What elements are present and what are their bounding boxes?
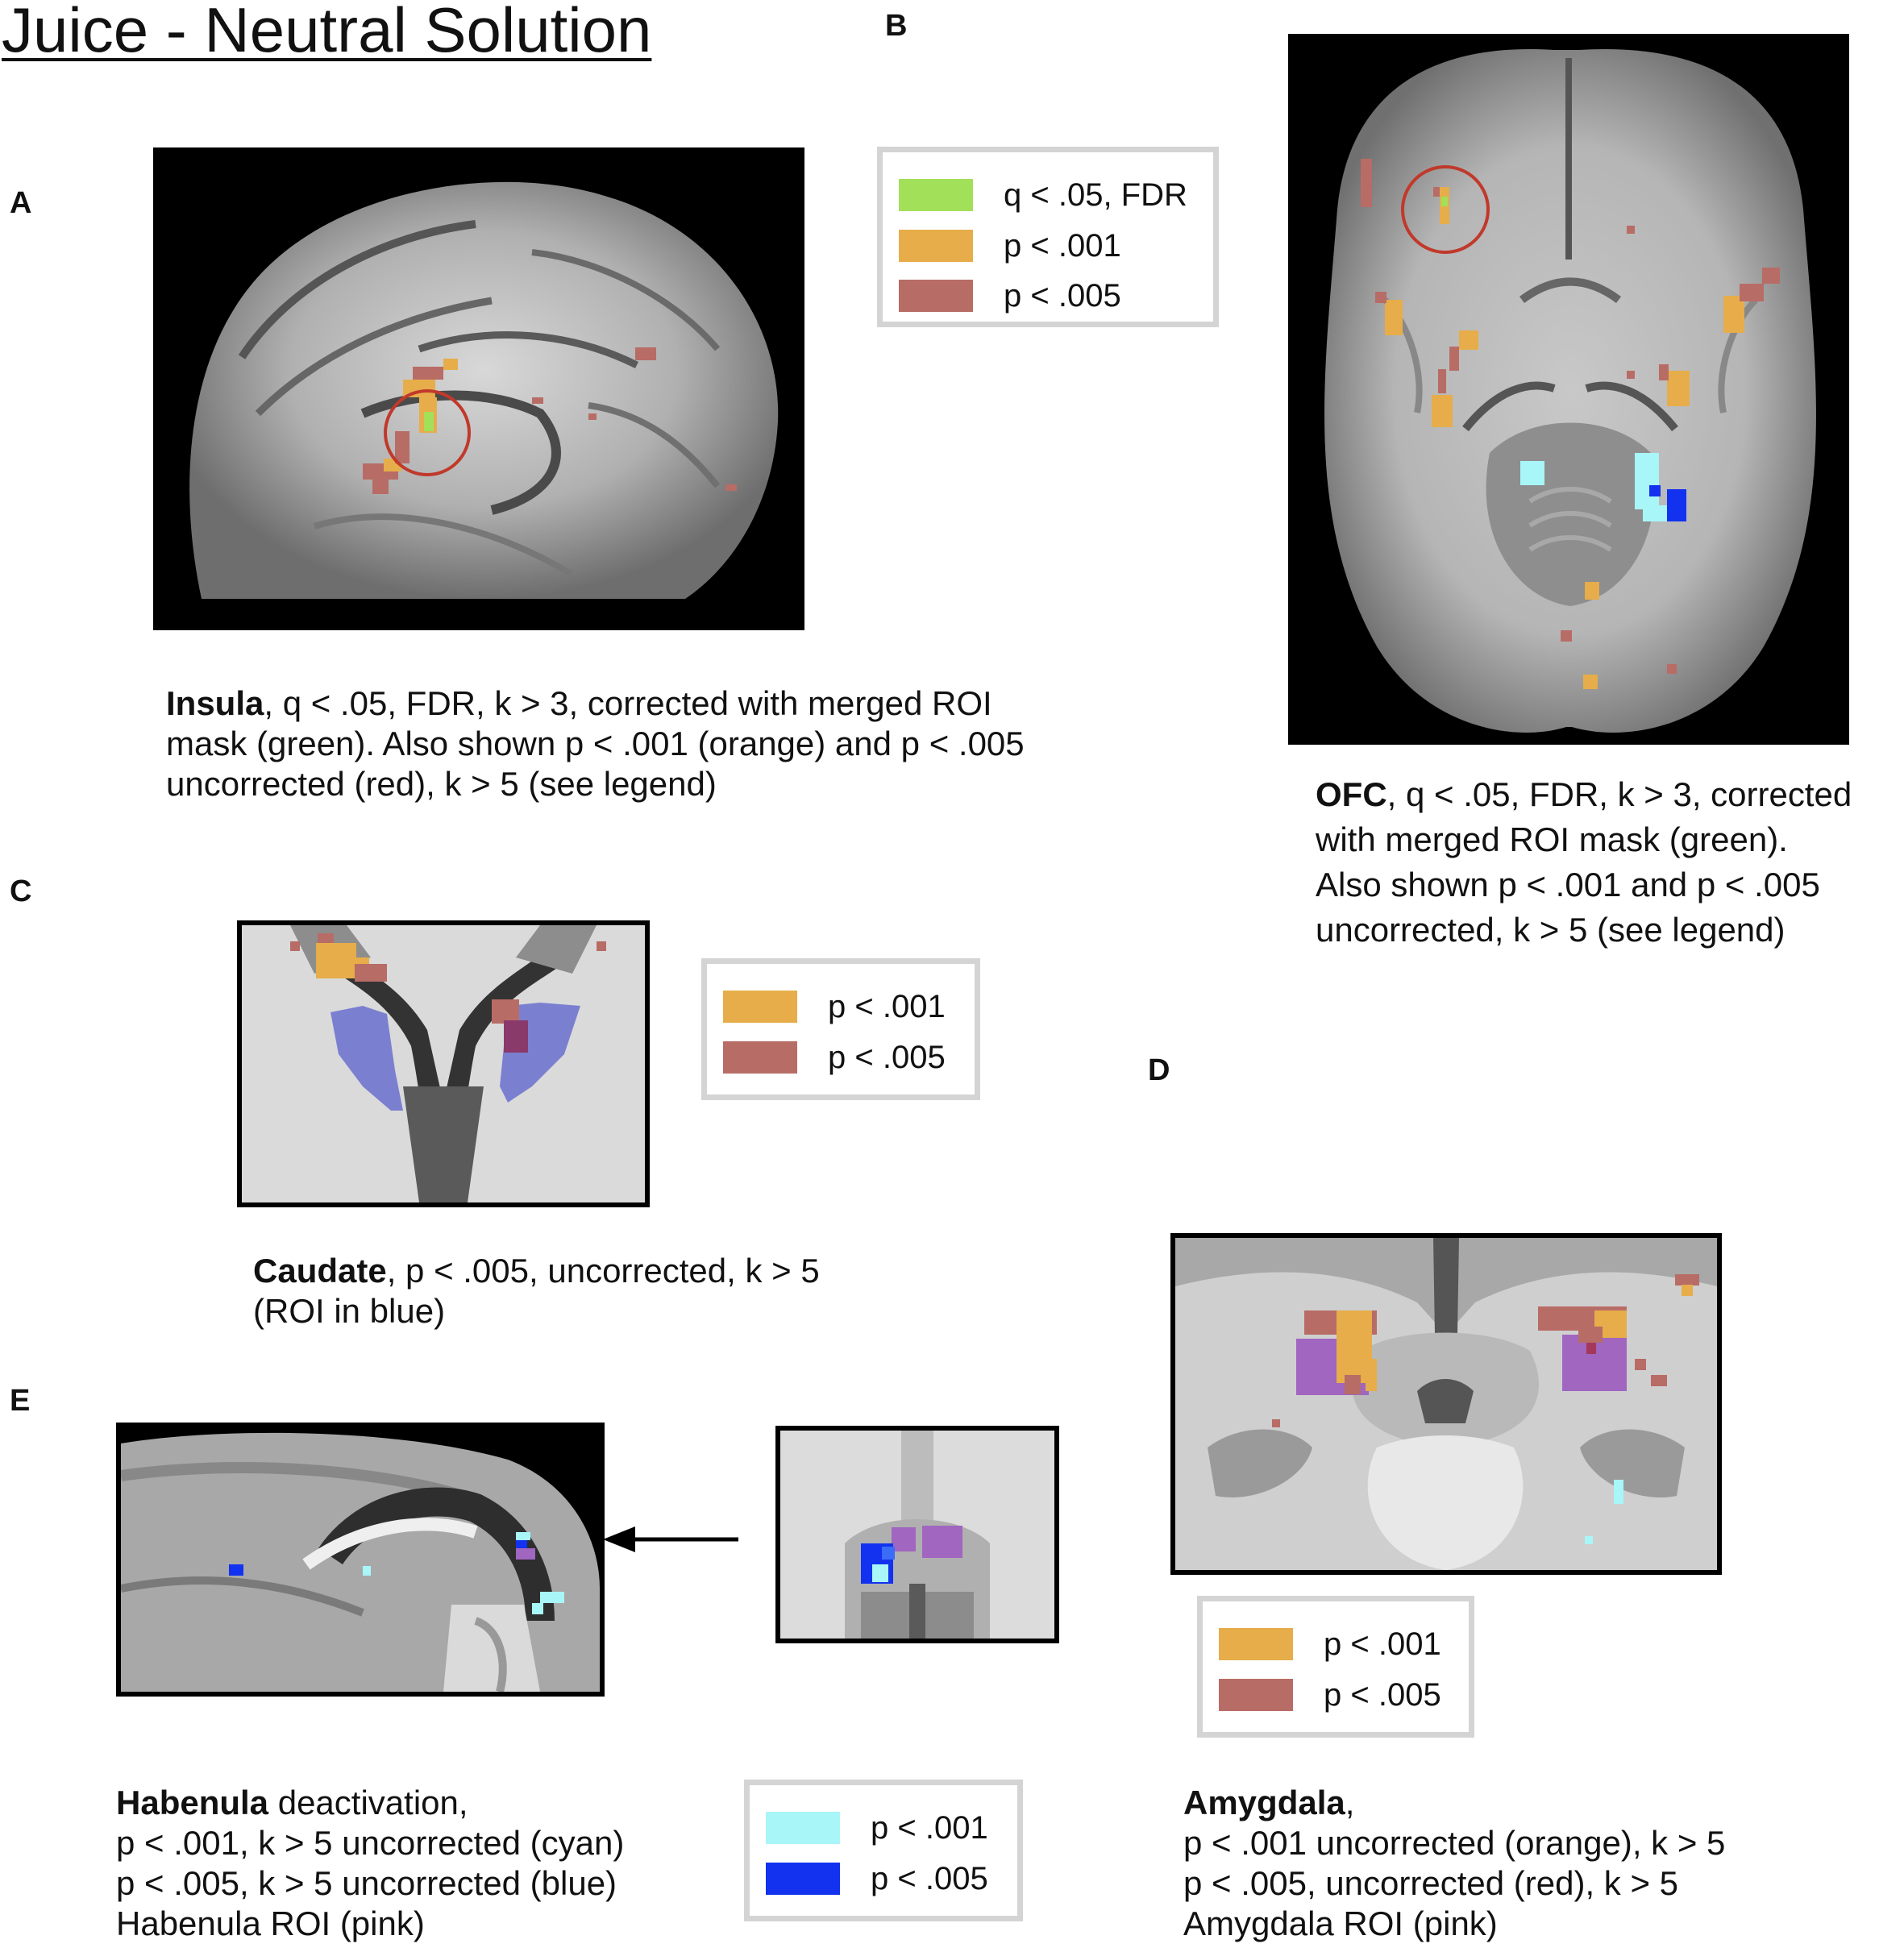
caption-habenula-line-4: Habenula ROI (pink) xyxy=(116,1904,425,1942)
caption-caudate-line-1: Caudate, p < .005, uncorrected, k > 5 xyxy=(253,1251,820,1291)
legend-habenula-item-p001: p < .001 xyxy=(750,1809,1017,1846)
legend-caudate-swatch-p005 xyxy=(723,1041,797,1074)
caption-amygdala: Amygdala, p < .001 uncorrected (orange),… xyxy=(1183,1783,1725,1944)
caption-habenula-line-3: p < .005, k > 5 uncorrected (blue) xyxy=(116,1864,617,1902)
legend-caudate-item-p001: p < .001 xyxy=(707,988,975,1025)
legend-habenula-label-p001: p < .001 xyxy=(871,1810,988,1846)
caption-ofc-line-1: OFC, q < .05, FDR, k > 3, corrected xyxy=(1316,772,1852,817)
caption-habenula-line-1: Habenula deactivation, xyxy=(116,1783,624,1823)
legend-amygdala-swatch-p001 xyxy=(1219,1628,1293,1660)
caption-insula: Insula, q < .05, FDR, k > 3, corrected w… xyxy=(166,683,1025,804)
caption-amygdala-bold: Amygdala xyxy=(1183,1784,1345,1821)
legend-amygdala-label-p005: p < .005 xyxy=(1324,1677,1441,1713)
caption-habenula-bold: Habenula xyxy=(116,1784,269,1821)
legend-amygdala-swatch-p005 xyxy=(1219,1679,1293,1711)
panel-letter-c: C xyxy=(10,874,32,908)
legend-label-fdr: q < .05, FDR xyxy=(1004,177,1187,213)
caption-amygdala-line-2: p < .001 uncorrected (orange), k > 5 xyxy=(1183,1824,1726,1862)
legend-item-p005: p < .005 xyxy=(883,277,1213,314)
caption-amygdala-line-1: Amygdala, xyxy=(1183,1783,1725,1823)
legend-amygdala-label-p001: p < .001 xyxy=(1324,1626,1441,1662)
legend-habenula-label-p005: p < .005 xyxy=(871,1861,988,1896)
legend-amygdala: p < .001 p < .005 xyxy=(1197,1596,1474,1738)
caption-habenula-line-2: p < .001, k > 5 uncorrected (cyan) xyxy=(116,1824,625,1862)
caption-ofc: OFC, q < .05, FDR, k > 3, corrected with… xyxy=(1316,772,1852,953)
caption-caudate-text-1: , p < .005, uncorrected, k > 5 xyxy=(386,1252,820,1290)
legend-habenula-item-p005: p < .005 xyxy=(750,1860,1017,1897)
arrow-icon xyxy=(600,1523,742,1555)
legend-caudate-label-p005: p < .005 xyxy=(828,1040,946,1075)
legend-amygdala-item-p001: p < .001 xyxy=(1203,1626,1469,1663)
amygdala-coronal-image xyxy=(1170,1233,1722,1575)
habenula-zoom-image xyxy=(775,1426,1059,1643)
legend-item-p001: p < .001 xyxy=(883,227,1213,264)
caption-ofc-line-4: uncorrected, k > 5 (see legend) xyxy=(1316,911,1786,949)
caption-ofc-text-1: , q < .05, FDR, k > 3, corrected xyxy=(1386,775,1852,813)
legend-swatch-fdr xyxy=(899,179,973,211)
caption-ofc-line-3: Also shown p < .001 and p < .005 xyxy=(1316,866,1820,903)
legend-caudate-label-p001: p < .001 xyxy=(828,989,946,1024)
legend-amygdala-item-p005: p < .005 xyxy=(1203,1676,1469,1713)
legend-habenula: p < .001 p < .005 xyxy=(744,1780,1023,1921)
caption-habenula-text-1: deactivation, xyxy=(268,1784,468,1821)
legend-item-fdr: q < .05, FDR xyxy=(883,177,1213,214)
caption-amygdala-line-4: Amygdala ROI (pink) xyxy=(1183,1904,1498,1942)
legend-habenula-swatch-p001 xyxy=(766,1812,840,1844)
habenula-sagittal-image xyxy=(116,1423,605,1697)
caption-caudate-bold: Caudate xyxy=(253,1252,387,1290)
panel-letter-d: D xyxy=(1148,1053,1170,1087)
caption-insula-bold: Insula xyxy=(166,684,264,722)
caption-caudate: Caudate, p < .005, uncorrected, k > 5 (R… xyxy=(253,1251,820,1331)
caption-insula-line-2: mask (green). Also shown p < .001 (orang… xyxy=(166,725,1025,762)
caudate-coronal-image xyxy=(237,920,650,1207)
legend-swatch-p005 xyxy=(899,280,973,312)
legend-caudate: p < .001 p < .005 xyxy=(701,958,980,1100)
caption-habenula: Habenula deactivation, p < .001, k > 5 u… xyxy=(116,1783,624,1944)
caption-amygdala-text-1: , xyxy=(1345,1784,1355,1821)
legend-caudate-item-p005: p < .005 xyxy=(707,1039,975,1076)
panel-letter-a: A xyxy=(10,186,32,220)
legend-caudate-swatch-p001 xyxy=(723,991,797,1023)
legend-main: q < .05, FDR p < .001 p < .005 xyxy=(877,147,1219,327)
panel-letter-b: B xyxy=(885,9,908,43)
insula-sagittal-image xyxy=(153,147,804,630)
legend-habenula-swatch-p005 xyxy=(766,1863,840,1895)
legend-label-p001: p < .001 xyxy=(1004,228,1121,264)
caption-insula-line-3: uncorrected (red), k > 5 (see legend) xyxy=(166,765,717,803)
caption-amygdala-line-3: p < .005, uncorrected (red), k > 5 xyxy=(1183,1864,1679,1902)
panel-letter-e: E xyxy=(10,1384,31,1418)
caption-insula-text-1: , q < .05, FDR, k > 3, corrected with me… xyxy=(264,684,992,722)
caption-caudate-line-2: (ROI in blue) xyxy=(253,1292,446,1330)
ofc-axial-image xyxy=(1288,34,1849,745)
caption-insula-line-1: Insula, q < .05, FDR, k > 3, corrected w… xyxy=(166,683,1025,724)
legend-swatch-p001 xyxy=(899,230,973,262)
legend-label-p005: p < .005 xyxy=(1004,278,1121,314)
caption-ofc-bold: OFC xyxy=(1316,775,1387,813)
figure-title: Juice - Neutral Solution xyxy=(2,0,652,65)
caption-ofc-line-2: with merged ROI mask (green). xyxy=(1316,820,1788,858)
